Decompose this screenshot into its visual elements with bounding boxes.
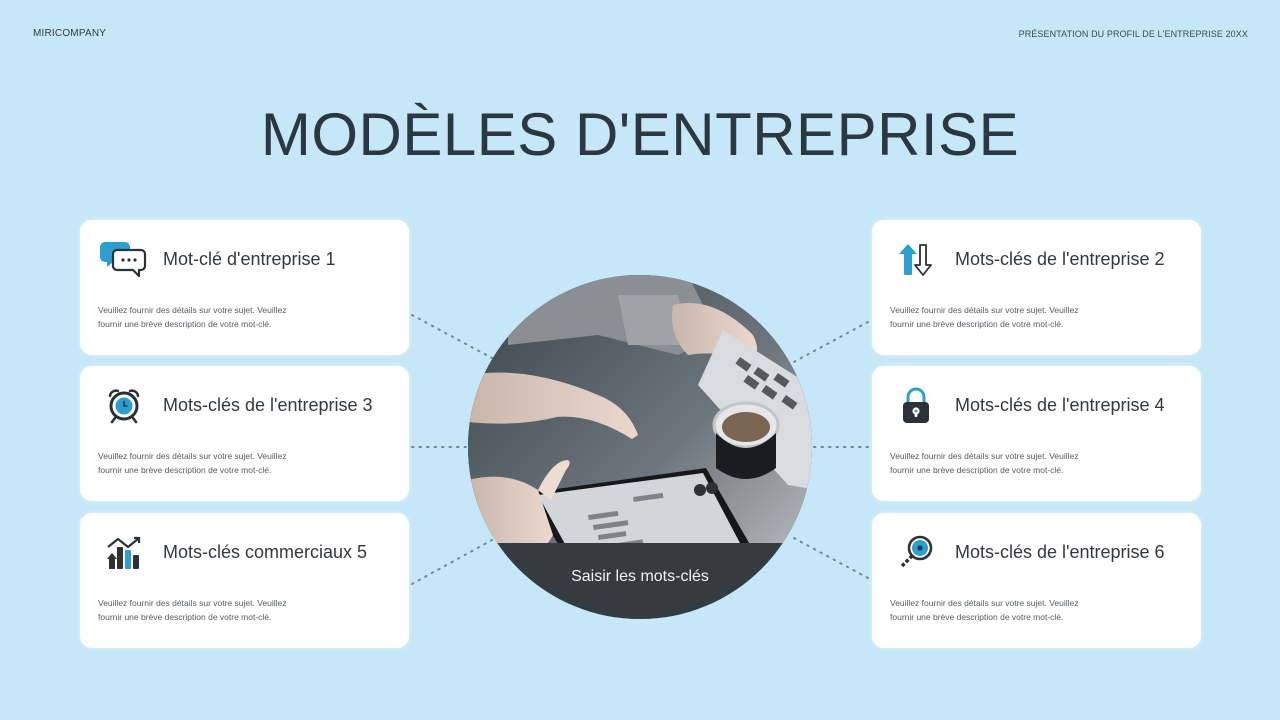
keyword-card-1[interactable]: Mot-clé d'entreprise 1 Veuillez fournir … — [80, 220, 409, 355]
card-title: Mots-clés de l'entreprise 6 — [955, 542, 1165, 562]
card-desc-line: fournir une brève description de votre m… — [98, 319, 272, 329]
card-description: Veuillez fournir des détails sur votre s… — [890, 303, 1120, 331]
card-title: Mots-clés de l'entreprise 2 — [955, 249, 1165, 269]
card-desc-line: fournir une brève description de votre m… — [890, 465, 1064, 475]
alarm-clock-icon — [98, 384, 150, 428]
padlock-icon — [890, 384, 942, 428]
card-desc-line: Veuillez fournir des détails sur votre s… — [98, 305, 287, 315]
card-description: Veuillez fournir des détails sur votre s… — [98, 449, 328, 477]
card-title: Mots-clés de l'entreprise 3 — [163, 395, 373, 415]
brand-name: MIRICOMPANY — [33, 28, 107, 39]
magnifier-icon — [890, 531, 942, 575]
keyword-card-4[interactable]: Mots-clés de l'entreprise 4 Veuillez fou… — [872, 366, 1201, 501]
card-title: Mot-clé d'entreprise 1 — [163, 249, 336, 269]
keyword-card-2[interactable]: Mots-clés de l'entreprise 2 Veuillez fou… — [872, 220, 1201, 355]
card-desc-line: Veuillez fournir des détails sur votre s… — [98, 451, 287, 461]
card-desc-line: fournir une brève description de votre m… — [890, 319, 1064, 329]
card-desc-line: Veuillez fournir des détails sur votre s… — [98, 598, 287, 608]
growth-chart-icon — [98, 531, 150, 575]
card-title: Mots-clés commerciaux 5 — [163, 542, 368, 562]
card-desc-line: fournir une brève description de votre m… — [890, 612, 1064, 622]
card-title: Mots-clés de l'entreprise 4 — [955, 395, 1165, 415]
card-description: Veuillez fournir des détails sur votre s… — [98, 596, 328, 624]
card-desc-line: Veuillez fournir des détails sur votre s… — [890, 451, 1079, 461]
card-desc-line: Veuillez fournir des détails sur votre s… — [890, 305, 1079, 315]
card-desc-line: fournir une brève description de votre m… — [98, 612, 272, 622]
page-title: MODÈLES D'ENTREPRISE — [260, 101, 1020, 168]
chat-bubbles-icon — [98, 238, 150, 282]
header-subtitle: PRÉSENTATION DU PROFIL DE L'ENTREPRISE 2… — [1018, 29, 1248, 39]
hub-caption: Saisir les mots-clés — [468, 543, 812, 619]
card-description: Veuillez fournir des détails sur votre s… — [890, 449, 1120, 477]
card-description: Veuillez fournir des détails sur votre s… — [890, 596, 1120, 624]
card-description: Veuillez fournir des détails sur votre s… — [98, 303, 328, 331]
keyword-card-5[interactable]: Mots-clés commerciaux 5 Veuillez fournir… — [80, 513, 409, 648]
up-down-arrows-icon — [890, 238, 942, 282]
card-desc-line: fournir une brève description de votre m… — [98, 465, 272, 475]
keyword-card-6[interactable]: Mots-clés de l'entreprise 6 Veuillez fou… — [872, 513, 1201, 648]
keyword-card-3[interactable]: Mots-clés de l'entreprise 3 Veuillez fou… — [80, 366, 409, 501]
hub-image-circle: Saisir les mots-clés — [468, 275, 812, 619]
card-desc-line: Veuillez fournir des détails sur votre s… — [890, 598, 1079, 608]
